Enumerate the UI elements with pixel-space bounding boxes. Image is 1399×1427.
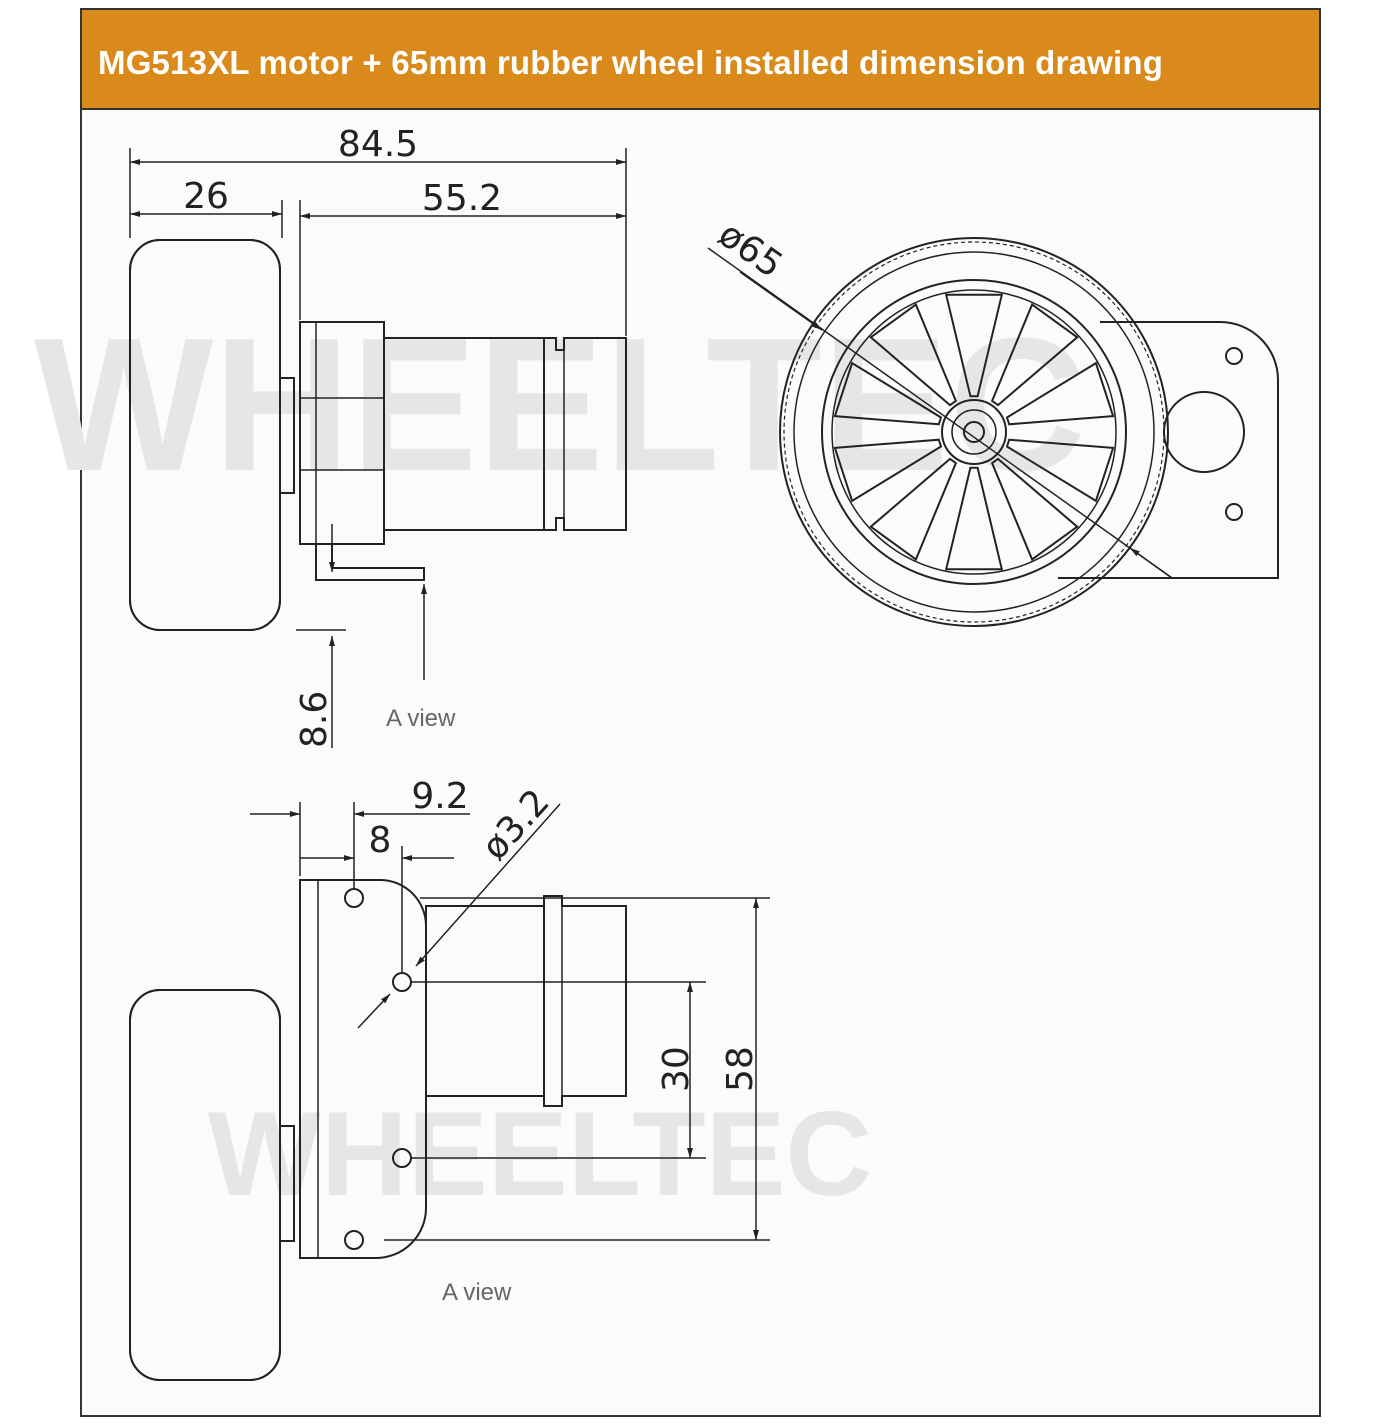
mount-hole [1225,347,1243,365]
plate-hole [344,888,364,908]
rim [821,279,1127,585]
page-title: MG513XL motor + 65mm rubber wheel instal… [98,44,1164,81]
dim-hole-offset-1: 9.2 [411,776,468,817]
spoke [833,438,943,503]
drawing-frame: MG513XL motor + 65mm rubber wheel instal… [80,8,1321,1417]
watermark: WHEELTEC [34,299,1086,511]
dim-height-58: 58 [720,1046,761,1092]
spoke [869,457,958,561]
motor-body-a [425,905,545,1097]
spoke [990,457,1079,561]
a-view-label-bottom: A view [442,1279,512,1306]
spoke [944,293,1004,398]
dim-total-length: 84.5 [338,124,418,165]
dim-wheel-diameter: ø65 [711,214,790,286]
spoke [833,361,943,426]
rim-spokes [833,293,1115,571]
motor-boss [1163,391,1245,473]
spoke [990,303,1079,407]
dim-hole-diameter: ø3.2 [474,782,558,868]
watermark: WHEELTEC [208,1087,872,1221]
a-view-label-top: A view [386,705,456,732]
encoder-cap-a [528,895,627,1107]
dim-wheel-width: 26 [183,176,229,217]
motor-plate [1058,321,1279,579]
hub-front [941,399,1007,465]
dim-hole-offset-2: 8 [369,820,392,861]
spoke [869,303,958,407]
hub [279,377,295,494]
side-view: 84.5 26 55.2 8.6 A view [129,124,627,748]
plate-hole [344,1230,364,1250]
mount-hole [1225,503,1243,521]
axle-hole [963,421,985,443]
dim-motor-length: 55.2 [422,178,502,219]
dim-bracket-offset: 8.6 [294,691,335,748]
plate-hole [392,972,412,992]
spoke [944,466,1004,571]
tire-front [779,237,1169,627]
spoke [1005,438,1115,503]
encoder-cap [543,337,627,531]
a-view: 9.2 8 ø3.2 30 58 A view [129,776,770,1381]
spoke [1005,361,1115,426]
dim-height-30: 30 [656,1046,697,1092]
title-banner: MG513XL motor + 65mm rubber wheel instal… [82,10,1319,110]
bracket-plate [299,879,427,1259]
hub [279,1125,295,1242]
